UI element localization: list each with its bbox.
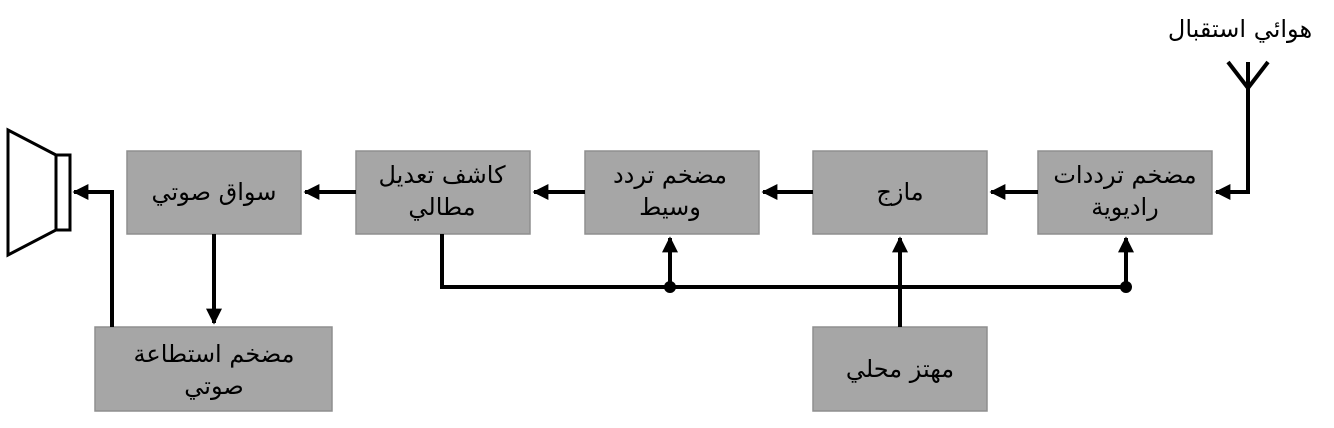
antenna-icon: [1226, 60, 1270, 90]
rf-amplifier-label-line2: راديوية: [1091, 193, 1159, 221]
rf-amplifier-block: مضخم ترددات راديوية: [1037, 150, 1213, 235]
power-amp-to-speaker-arrow: [72, 184, 114, 327]
audio-power-amplifier-label-line1: مضخم استطاعة: [134, 340, 295, 368]
am-detector-label-line2: مطالي: [408, 193, 475, 221]
if-amplifier-block: مضخم تردد وسيط: [584, 150, 760, 235]
mixer-block: مازج: [812, 150, 988, 235]
am-detector-label-line1: كاشف تعديل: [378, 161, 506, 189]
junction-dot: [664, 281, 676, 293]
audio-driver-label: سواق صوتي: [152, 178, 277, 206]
speaker-icon: [6, 127, 72, 258]
rf-amplifier-label-line1: مضخم ترددات: [1053, 161, 1196, 189]
if-amplifier-label-line1: مضخم تردد: [613, 161, 727, 189]
antenna-to-rf-arrow: [1214, 88, 1250, 200]
am-detector-block: كاشف تعديل مطالي: [355, 150, 531, 235]
audio-driver-block: سواق صوتي: [126, 150, 302, 235]
audio-power-amplifier-label-line2: صوتي: [184, 372, 243, 400]
audio-power-amplifier-block: مضخم استطاعة صوتي: [94, 326, 333, 412]
antenna-label: هوائي استقبال: [1168, 15, 1312, 43]
junction-dot: [1120, 281, 1132, 293]
local-oscillator-label: مهتز محلي: [846, 355, 954, 383]
if-amplifier-label-line2: وسيط: [639, 193, 701, 221]
agc-bus-line: [440, 234, 1126, 289]
mixer-label: مازج: [876, 178, 923, 206]
local-oscillator-block: مهتز محلي: [812, 326, 988, 412]
